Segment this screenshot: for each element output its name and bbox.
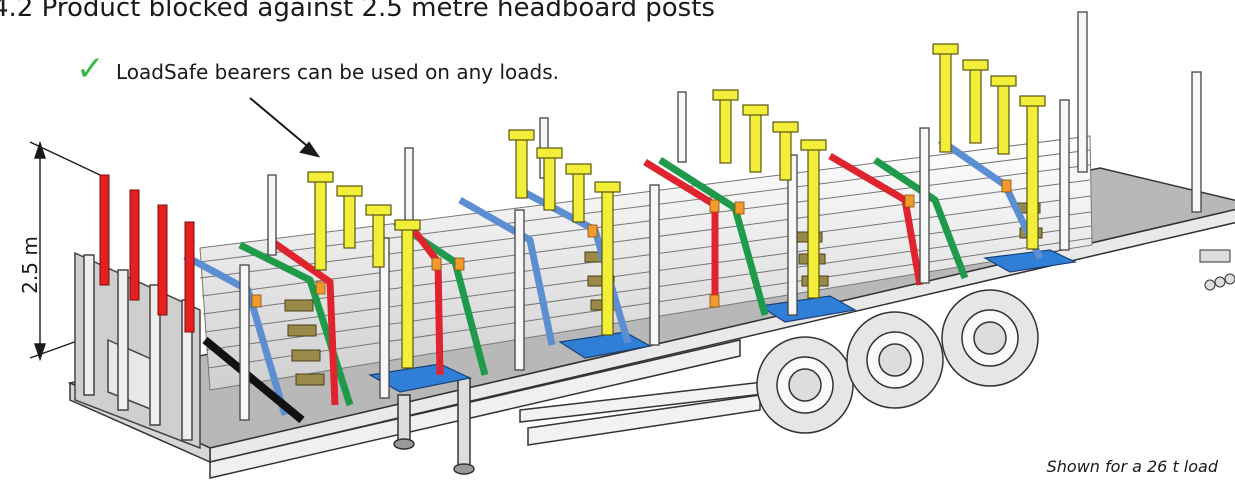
pipe-load xyxy=(199,135,1093,391)
loadsafe-uprights xyxy=(307,43,1046,369)
trailer-wheels xyxy=(756,289,1039,434)
bearer-note: LoadSafe bearers can be used on any load… xyxy=(116,60,559,84)
height-dimension-label: 2.5 m xyxy=(18,236,42,294)
dimension-arrow xyxy=(29,140,101,362)
headboard xyxy=(74,251,201,450)
callout-arrow xyxy=(249,97,321,158)
corner-protectors xyxy=(251,179,1012,308)
headboard-posts xyxy=(99,174,195,333)
checkmark-icon: ✓ xyxy=(76,49,105,89)
tail-lights xyxy=(1199,249,1235,291)
load-caption: Shown for a 26 t load xyxy=(1046,457,1218,476)
section-title: 4.2 Product blocked against 2.5 metre he… xyxy=(0,0,715,23)
